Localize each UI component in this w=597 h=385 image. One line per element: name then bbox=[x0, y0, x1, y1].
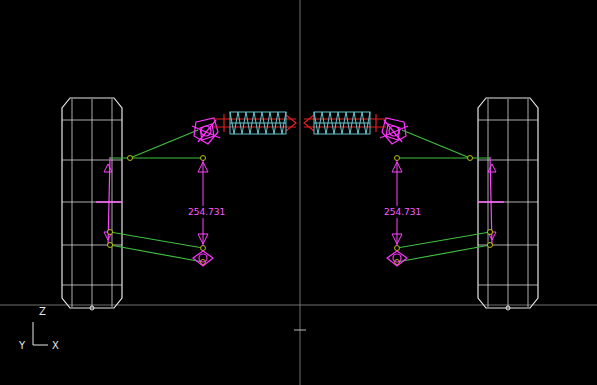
dimension-value: 254.731 bbox=[382, 206, 423, 218]
left-corner bbox=[62, 98, 296, 310]
axis-triad bbox=[33, 322, 48, 345]
axis-label: X bbox=[51, 340, 60, 351]
ground-line bbox=[0, 305, 597, 306]
dimension-value: 254.731 bbox=[186, 206, 227, 218]
origin-tick bbox=[294, 330, 306, 331]
center-line bbox=[300, 0, 301, 385]
axis-label: Y bbox=[18, 340, 26, 351]
axis-label: Z bbox=[38, 306, 47, 317]
right-corner bbox=[304, 98, 538, 310]
